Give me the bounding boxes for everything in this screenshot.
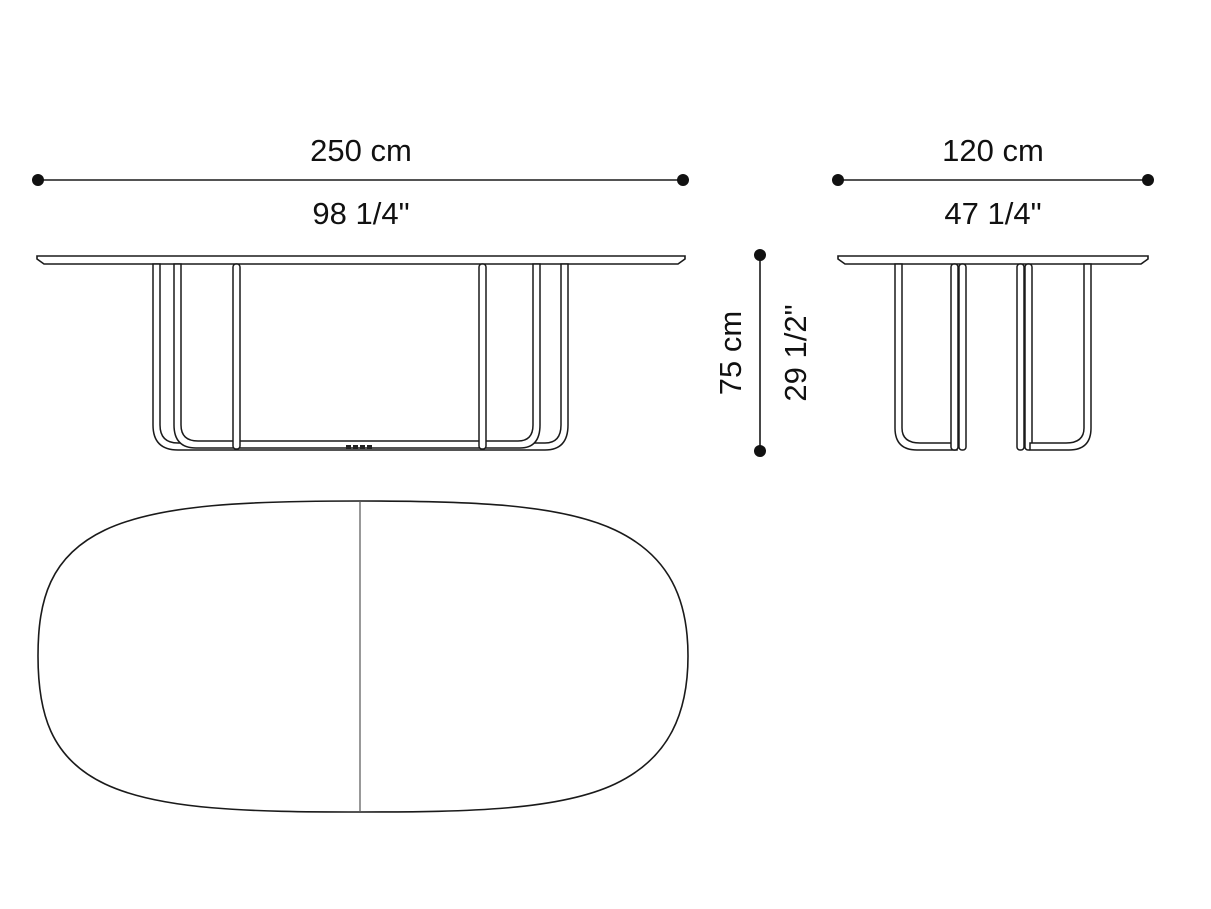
height-dimension: 75 cm 29 1/2" — [713, 249, 813, 457]
front-leg-left — [232, 263, 241, 450]
tabletop-front — [36, 255, 686, 265]
height-imperial-label: 29 1/2" — [778, 304, 813, 401]
height-metric-label: 75 cm — [713, 311, 748, 395]
front-elevation — [36, 255, 686, 451]
dimension-endpoint — [832, 174, 844, 186]
tabletop-plan-outline — [37, 500, 689, 813]
width-metric-label: 120 cm — [942, 133, 1044, 168]
side-tube — [1024, 263, 1033, 451]
outer-u-tube — [152, 263, 569, 451]
top-plan — [37, 500, 689, 813]
dimension-endpoint — [1142, 174, 1154, 186]
dimension-endpoint — [677, 174, 689, 186]
side-tube — [958, 263, 967, 451]
width-dimension: 120 cm 47 1/4" — [832, 133, 1154, 231]
length-imperial-label: 98 1/4" — [312, 196, 409, 231]
dimension-endpoint — [32, 174, 44, 186]
side-tube — [1016, 263, 1025, 451]
length-metric-label: 250 cm — [310, 133, 412, 168]
side-u-tube-left — [894, 263, 958, 451]
dimension-endpoint — [754, 445, 766, 457]
side-elevation — [837, 255, 1149, 451]
side-u-tube-right — [1029, 263, 1092, 451]
front-leg-right — [478, 263, 487, 450]
length-dimension: 250 cm 98 1/4" — [32, 133, 689, 231]
dimension-endpoint — [754, 249, 766, 261]
side-tube — [950, 263, 959, 451]
tabletop-side — [837, 255, 1149, 265]
width-imperial-label: 47 1/4" — [944, 196, 1041, 231]
brand-logo — [346, 445, 372, 449]
inner-u-tube — [173, 263, 541, 449]
